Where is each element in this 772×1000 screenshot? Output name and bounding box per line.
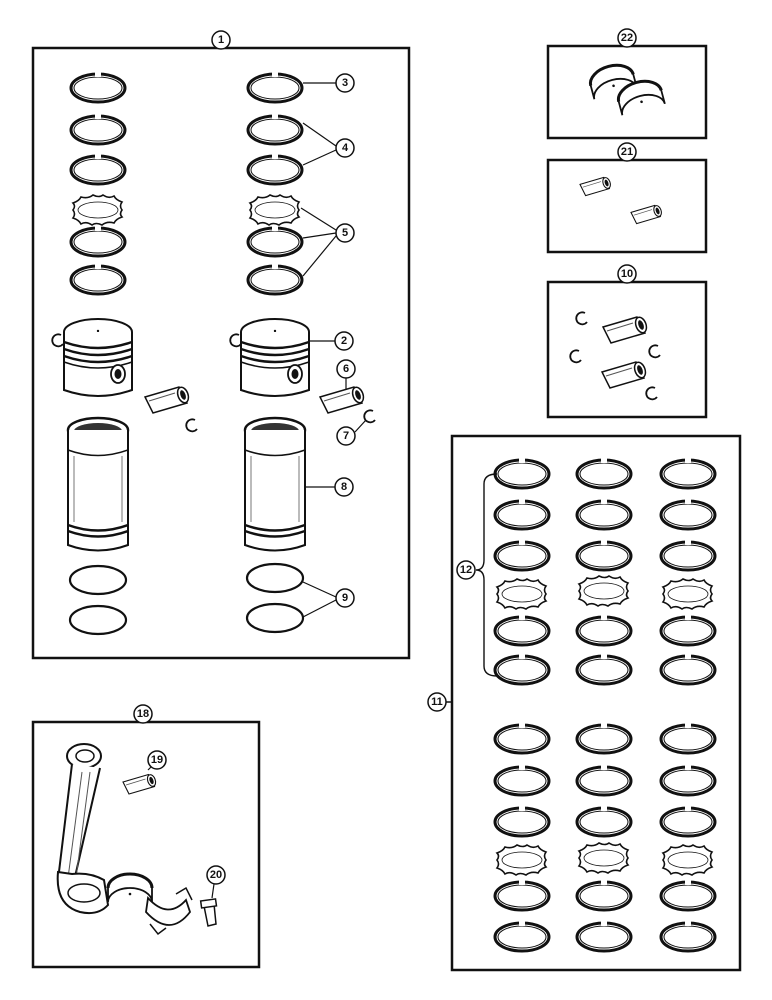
group-11-frame	[450, 434, 742, 972]
svg-text:10: 10	[621, 268, 633, 280]
group-18-connecting-rod: 18 19 20	[31, 704, 261, 969]
callout-20: 20	[206, 865, 226, 885]
svg-text:11: 11	[431, 696, 443, 708]
snap-ring	[569, 349, 582, 364]
callout-2: 2	[334, 331, 354, 351]
callout-19: 19	[147, 750, 167, 770]
o-ring	[245, 602, 305, 634]
piston	[239, 317, 311, 398]
piston-ring	[69, 262, 127, 296]
expander-ring	[72, 194, 123, 226]
callout-1: 1	[211, 30, 231, 50]
piston-ring	[69, 70, 127, 104]
callout-3: 3	[335, 73, 355, 93]
piston-pin	[144, 385, 192, 414]
leader-lines	[300, 82, 367, 618]
group-10-frame	[546, 280, 708, 419]
piston-ring	[69, 112, 127, 146]
cylinder-sleeve	[243, 416, 307, 552]
bearing-shell	[106, 872, 154, 904]
callout-9: 9	[335, 588, 355, 608]
callout-12: 12	[456, 560, 476, 580]
svg-text:19: 19	[151, 754, 163, 766]
svg-text:6: 6	[343, 363, 349, 375]
piston-ring	[246, 70, 304, 104]
svg-text:3: 3	[342, 77, 348, 89]
group-21-frame	[546, 158, 708, 254]
bushing	[122, 773, 158, 795]
snap-ring	[229, 333, 242, 348]
bracket-12	[475, 473, 498, 677]
piston-ring	[246, 224, 304, 258]
bushing	[630, 204, 664, 225]
piston-ring	[69, 224, 127, 258]
snap-ring	[575, 311, 588, 326]
callout-5: 5	[335, 223, 355, 243]
piston-ring	[69, 152, 127, 186]
o-ring	[68, 604, 128, 636]
svg-text:7: 7	[343, 430, 349, 442]
snap-ring	[648, 344, 661, 359]
snap-ring	[51, 333, 64, 348]
svg-text:18: 18	[137, 708, 149, 720]
svg-text:12: 12	[460, 564, 472, 576]
callout-22: 22	[617, 28, 637, 48]
piston-ring	[246, 152, 304, 186]
callout-4: 4	[335, 138, 355, 158]
rod-cap-half	[145, 886, 193, 936]
cylinder-sleeve	[66, 416, 130, 552]
callout-11: 11	[427, 692, 447, 712]
piston-ring	[246, 262, 304, 296]
svg-text:22: 22	[621, 32, 633, 44]
piston-pin	[602, 315, 650, 344]
callout-18: 18	[133, 704, 153, 724]
piston	[62, 317, 134, 398]
snap-ring	[185, 418, 198, 433]
expander-ring	[249, 194, 300, 226]
callout-8: 8	[334, 477, 354, 497]
svg-text:5: 5	[342, 227, 348, 239]
o-ring	[68, 564, 128, 596]
bushing	[579, 176, 613, 197]
callout-7: 7	[336, 426, 356, 446]
group-22-bearing-kit: 22	[546, 28, 708, 140]
connecting-rod	[56, 743, 110, 915]
piston-pin	[319, 385, 367, 414]
svg-text:2: 2	[341, 335, 347, 347]
svg-text:9: 9	[342, 592, 348, 604]
ring-grid-upper	[493, 456, 717, 686]
svg-text:8: 8	[341, 481, 347, 493]
ring-grid-lower	[493, 721, 717, 953]
o-ring	[245, 562, 305, 594]
group-11-ring-set: 11 12	[427, 434, 742, 972]
group-21-bushing-kit: 21	[546, 142, 708, 254]
svg-text:4: 4	[342, 142, 349, 154]
rod-bolt	[199, 898, 218, 927]
svg-text:21: 21	[621, 146, 633, 158]
snap-ring	[645, 386, 658, 401]
piston-pin	[601, 360, 649, 389]
svg-text:20: 20	[210, 869, 222, 881]
callout-6: 6	[336, 359, 356, 379]
bearing-shell	[613, 75, 667, 117]
callout-21: 21	[617, 142, 637, 162]
svg-text:1: 1	[218, 34, 224, 46]
piston-ring	[246, 112, 304, 146]
callout-10: 10	[617, 264, 637, 284]
group-1-piston-sleeve-kit: 1	[31, 30, 411, 660]
group-10-pin-kit: 10	[546, 264, 708, 419]
